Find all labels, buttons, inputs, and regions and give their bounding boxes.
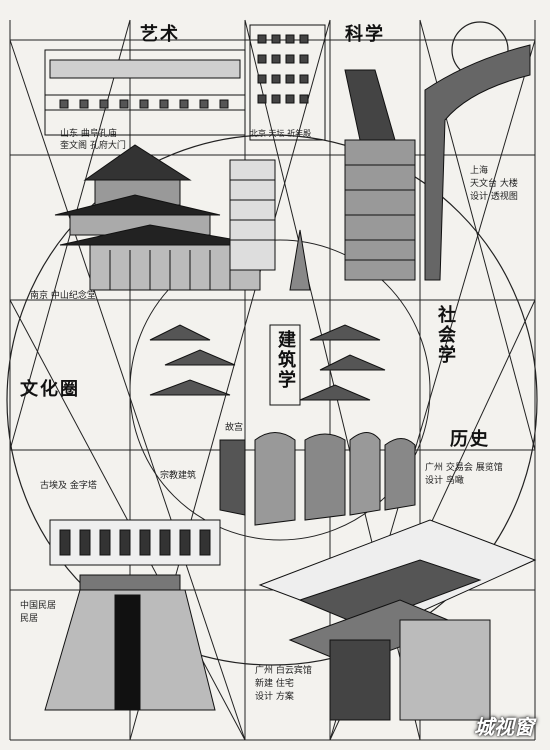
caption-center-small: 北京 天坛 祈年殿	[250, 129, 312, 138]
caption-below-arch: 故宫	[225, 423, 244, 433]
museum-sketch	[49, 519, 221, 566]
curved-towers-sketch	[219, 432, 416, 526]
caption-bottom-mid-b: 新建 住宅	[255, 679, 294, 689]
top-building-sketch	[44, 24, 326, 141]
caption-right-mid-c: 设计 透视图	[470, 192, 518, 202]
caption-right-mid-b: 天文台 大楼	[470, 179, 518, 189]
label-architecture: 建筑学	[275, 330, 296, 390]
caption-top-left-b: 奎文阁 孔府大门	[60, 141, 126, 151]
caption-lower-mid: 宗教建筑	[160, 471, 197, 481]
label-culture: 文化圈	[20, 379, 80, 400]
caption-left-bottom-b: 中国民居	[20, 601, 57, 611]
large-circle	[6, 134, 538, 666]
label-history: 历史	[450, 429, 490, 450]
village-roofs-sketch	[149, 324, 386, 406]
caption-right-mid-a: 上海	[470, 166, 489, 176]
label-science: 科学	[345, 24, 385, 45]
caption-left-bottom-a: 古埃及 金字塔	[40, 481, 97, 491]
modern-complex-sketch	[258, 519, 537, 721]
tower-sketch	[229, 159, 311, 291]
science-tower-sketch	[344, 44, 531, 281]
label-art: 艺术	[140, 24, 180, 45]
caption-bottom-mid-a: 广州 白云宾馆	[255, 666, 312, 676]
caption-right-bottom-a: 广州 交易会 展览馆	[425, 463, 503, 473]
inner-circle	[129, 239, 431, 541]
label-society: 社会学	[435, 305, 456, 365]
caption-bottom-mid-c: 设计 方案	[255, 692, 294, 702]
caption-left-bottom-c: 民居	[20, 614, 39, 624]
caption-right-bottom-b: 设计 鸟瞰	[425, 476, 464, 486]
caption-top-left-a: 山东 曲阜孔庙	[60, 129, 117, 139]
pyramid-gate-sketch	[44, 574, 216, 711]
watermark-logo: 城视窗	[474, 715, 534, 739]
caption-sun-yatsen: 南京 中山纪念堂	[30, 291, 96, 301]
